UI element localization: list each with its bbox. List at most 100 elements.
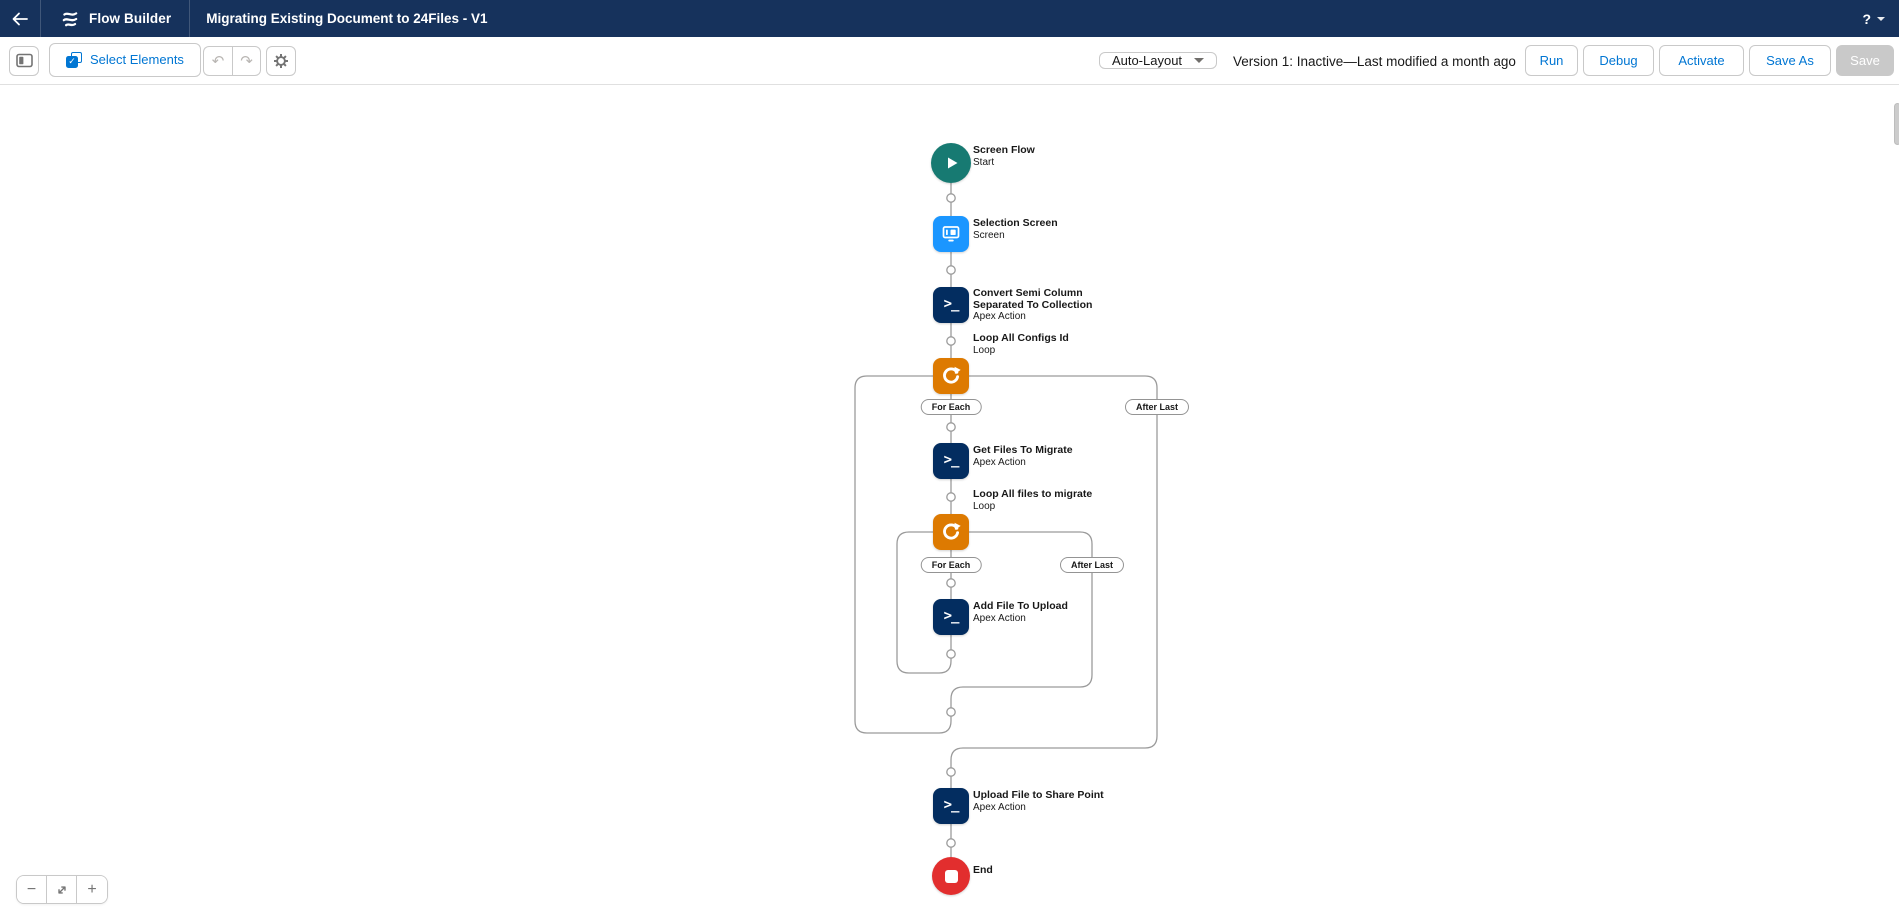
insert-point[interactable] [946,492,956,502]
node-title: Get Files To Migrate [973,444,1073,456]
expand-icon [57,885,66,894]
loop-icon [943,366,961,384]
layout-mode-select[interactable]: Auto-Layout [1099,52,1217,69]
node-title: Convert Semi Column Separated To Collect… [973,287,1093,311]
arrow-left-icon [12,12,28,25]
after-last-badge: After Last [1059,557,1125,573]
debug-button[interactable]: Debug [1583,45,1654,76]
stop-icon [944,869,958,883]
layout-mode-value: Auto-Layout [1111,53,1183,68]
checkbox-multi-select-icon: ✓ [66,51,82,68]
back-button[interactable] [0,0,40,37]
node-title: Upload File to Share Point [973,789,1104,801]
apex-terminal-icon: >_ [943,296,960,312]
node-subtitle: Apex Action [973,801,1026,813]
node-subtitle: Apex Action [973,456,1026,468]
insert-point[interactable] [946,578,956,588]
node-label: Screen Flow Start [973,144,1035,168]
node-subtitle: Loop [973,500,996,512]
insert-point[interactable] [946,265,956,275]
insert-point[interactable] [946,838,956,848]
node-label: Get Files To Migrate Apex Action [973,444,1073,468]
node-subtitle: Apex Action [973,612,1026,624]
node-title: Screen Flow [973,144,1035,156]
node-title: Add File To Upload [973,600,1068,612]
node-end[interactable] [932,857,970,895]
flow-title: Migrating Existing Document to 24Files -… [206,11,488,26]
help-icon: ? [1862,10,1871,27]
toggle-panel-button[interactable] [9,45,39,76]
node-label: Add File To Upload Apex Action [973,600,1068,624]
insert-point[interactable] [946,422,956,432]
node-subtitle: Screen [973,229,1005,241]
select-elements-button[interactable]: ✓ Select Elements [49,42,201,77]
flow-builder-logo-icon [51,0,89,37]
node-subtitle: Loop [973,344,996,356]
node-label: Convert Semi Column Separated To Collect… [973,287,1098,323]
redo-button[interactable]: ↷ [232,45,261,76]
undo-button[interactable]: ↶ [203,45,232,76]
flow-settings-button[interactable] [266,45,296,76]
node-start[interactable] [931,143,971,183]
app-name: Flow Builder [89,11,172,26]
flow-canvas[interactable]: >_ >_ >_ >_ Screen Flow [0,85,1899,910]
undo-icon: ↶ [211,51,225,70]
node-loop-all-files[interactable] [933,514,969,550]
insert-point[interactable] [946,336,956,346]
for-each-badge: For Each [920,399,982,415]
minus-icon: − [26,880,37,898]
for-each-badge: For Each [920,557,982,573]
apex-terminal-icon: >_ [943,797,960,813]
header-divider [189,0,191,37]
node-title: Selection Screen [973,217,1058,229]
header-bar: Flow Builder Migrating Existing Document… [0,0,1899,37]
node-label: End [973,864,993,877]
help-menu-button[interactable]: ? [1862,11,1899,27]
apex-terminal-icon: >_ [943,608,960,624]
save-as-button[interactable]: Save As [1749,45,1831,76]
node-convert-semi-column[interactable]: >_ [933,287,969,323]
loop-icon [943,522,961,540]
panel-toggle-icon [15,53,33,68]
node-label: Selection Screen Screen [973,217,1058,241]
zoom-out-button[interactable]: − [17,876,47,903]
node-subtitle: Start [973,156,995,168]
run-button[interactable]: Run [1525,45,1578,76]
activate-button[interactable]: Activate [1659,45,1744,76]
connector-line [854,183,1158,857]
flow-connectors [854,183,1158,857]
node-label: Upload File to Share Point Apex Action [973,789,1104,813]
node-label: Loop All files to migrate Loop [973,488,1093,512]
node-loop-all-configs[interactable] [933,358,969,394]
gear-icon [274,53,288,68]
node-title: End [973,864,993,876]
apex-terminal-icon: >_ [943,452,960,468]
node-selection-screen[interactable] [933,216,969,252]
insert-point[interactable] [946,707,956,717]
zoom-in-button[interactable]: + [77,876,107,903]
redo-icon: ↷ [240,51,253,70]
select-elements-label: Select Elements [90,52,184,67]
fit-to-view-button[interactable] [47,876,77,903]
save-button: Save [1836,45,1894,76]
vertical-scrollbar[interactable] [1894,103,1899,145]
chevron-down-icon [1194,58,1205,63]
header-divider [40,0,41,37]
chevron-down-icon [1877,16,1885,21]
node-label: Loop All Configs Id Loop [973,332,1069,356]
node-title: Loop All files to migrate [973,488,1093,500]
insert-point[interactable] [946,649,956,659]
insert-point[interactable] [946,193,956,203]
node-upload-file-to-sharepoint[interactable]: >_ [933,788,969,824]
zoom-controls: − + [16,875,108,904]
after-last-badge: After Last [1124,399,1190,415]
toolbar: ✓ Select Elements ↶ ↷ [0,37,1899,85]
node-add-file-to-upload[interactable]: >_ [933,599,969,635]
screen-icon [942,226,960,242]
node-subtitle: Apex Action [973,311,1026,322]
node-get-files-to-migrate[interactable]: >_ [933,443,969,479]
insert-point[interactable] [946,767,956,777]
node-title: Loop All Configs Id [973,332,1069,344]
plus-icon: + [87,880,97,898]
